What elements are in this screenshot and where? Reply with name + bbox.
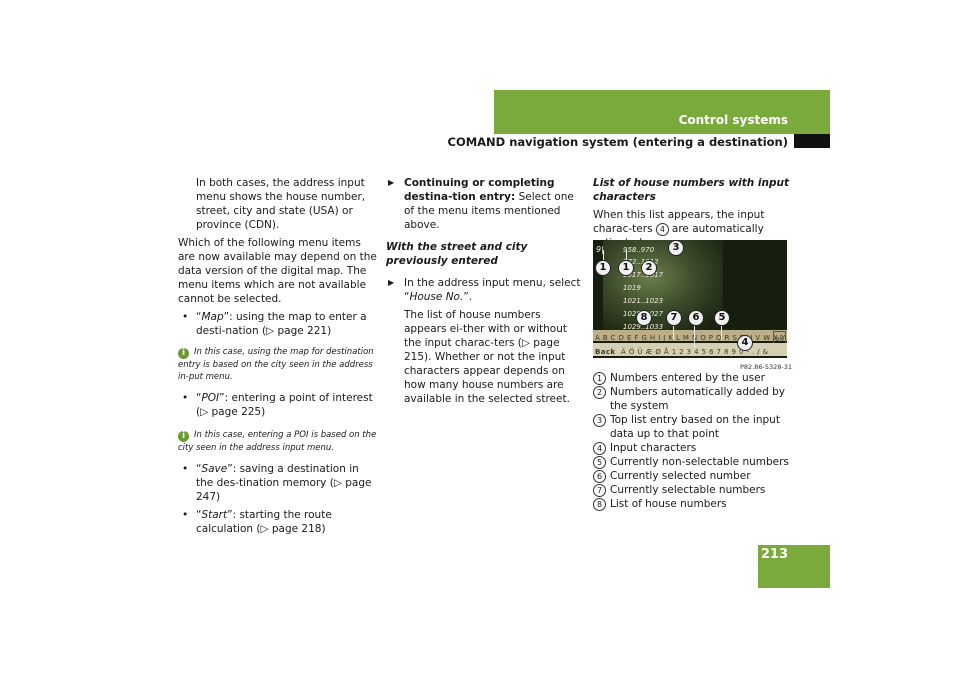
keyboard-row-letters: A B C D E F G H I J K L M N O P Q R S T … (593, 330, 787, 347)
callout-7: 7 (666, 310, 682, 326)
callout-6: 6 (688, 310, 704, 326)
list-item: “POI”: entering a point of interest (▷ p… (178, 391, 378, 419)
info-icon: i (178, 431, 189, 442)
callout-4: 4 (737, 335, 753, 351)
section-title: Control systems (678, 113, 788, 127)
list-item: “Start”: starting the route calculation … (178, 508, 378, 536)
callout-leader (721, 326, 722, 340)
header-band (494, 90, 830, 134)
step: Continuing or completing destina-tion en… (386, 176, 582, 232)
step: In the address input menu, select “House… (386, 276, 582, 304)
column-3: List of house numbers with input charact… (593, 176, 789, 250)
back-key: Back (595, 348, 616, 356)
menu-term: POI (201, 392, 220, 404)
page-number-band (758, 545, 830, 588)
keyboard-row-numbers: Back Ä Ö Ü Æ Ø Å 1 2 3 4 5 6 7 8 9 0 - .… (593, 343, 787, 356)
navigation-screen-figure: 9| 958..970 972..1012 1017..1017 1019 10… (593, 240, 787, 358)
subheading: With the street and city previously ente… (386, 241, 528, 267)
page-number: 213 (760, 547, 788, 562)
callout-ref: 4 (655, 223, 669, 236)
menu-term: Start (201, 509, 228, 521)
house-number-entry: 1029..1033 (623, 323, 664, 331)
callout-8: 8 (636, 310, 652, 326)
subheading: List of house numbers with input charact… (593, 177, 789, 203)
paragraph: In both cases, the address input menu sh… (196, 177, 366, 231)
callout-1: 1 (618, 260, 634, 276)
house-number-entry: 958..970 (623, 246, 655, 254)
figure-code: P82.86-5328-31 (740, 363, 793, 371)
house-number-entry: 1017..1017 (623, 271, 664, 279)
paragraph: When this list appears, the input charac… (593, 209, 765, 249)
callout-3: 3 (668, 240, 684, 256)
callout-1: 1 (595, 260, 611, 276)
house-number-entry: 1021..1023 (623, 297, 664, 305)
column-2: Continuing or completing destina-tion en… (386, 176, 582, 406)
header-marker (794, 134, 830, 148)
paragraph: The list of house numbers appears ei-the… (404, 309, 570, 405)
house-number-entry: 1019 (623, 284, 641, 292)
callout-2: 2 (641, 260, 657, 276)
column-1: In both cases, the address input menu sh… (178, 176, 378, 536)
callout-5: 5 (714, 310, 730, 326)
info-icon: i (178, 348, 189, 359)
callout-leader (673, 326, 674, 340)
list-item: “Map”: using the map to enter a desti-na… (178, 310, 378, 338)
menu-term: Map (201, 311, 224, 323)
house-number-entry: 972..1012 (623, 258, 659, 266)
paragraph: Which of the following menu items are no… (178, 237, 377, 305)
menu-term: Save (201, 463, 228, 475)
callout-leader (694, 326, 695, 348)
list-item: “Save”: saving a destination in the des-… (178, 462, 378, 504)
input-field: 9| (596, 245, 604, 254)
page-subtitle: COMAND navigation system (entering a des… (447, 135, 789, 149)
